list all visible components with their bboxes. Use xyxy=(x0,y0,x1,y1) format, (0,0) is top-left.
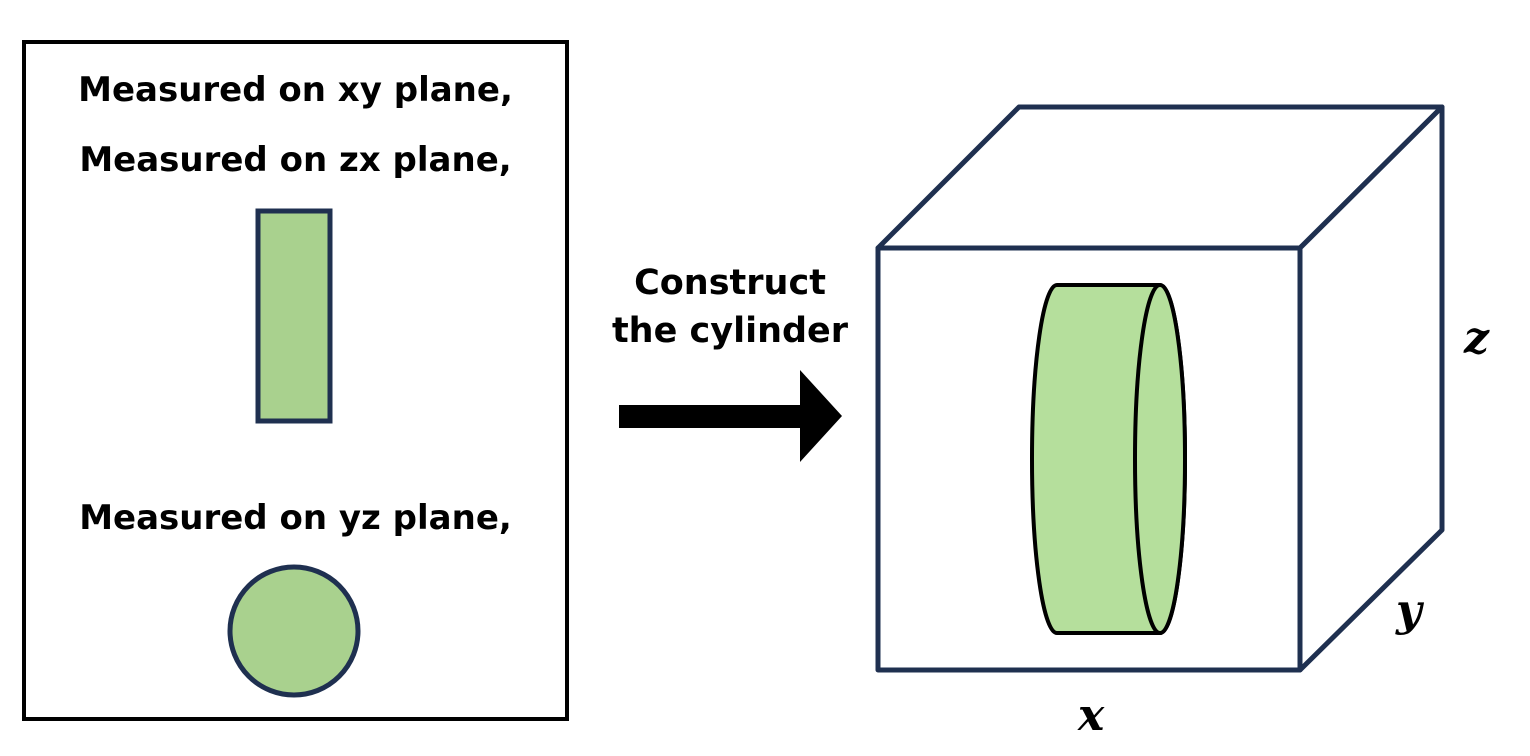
yz-plane-label: Measured on yz plane, xyxy=(79,498,512,538)
rectangle-projection xyxy=(255,208,333,424)
x-axis-label: x xyxy=(1078,690,1105,741)
circle-projection xyxy=(227,564,361,698)
z-axis-label: z xyxy=(1464,313,1489,364)
cylinder xyxy=(1030,283,1187,635)
y-axis-label: y xyxy=(1396,585,1422,636)
zx-plane-label: Measured on zx plane, xyxy=(79,140,512,180)
construct-label-line1: Construct xyxy=(634,263,826,303)
construct-label-line2: the cylinder xyxy=(611,311,849,351)
cylinder-end-face xyxy=(1133,283,1187,635)
xy-plane-label: Measured on xy plane, xyxy=(78,70,513,110)
construct-arrow xyxy=(619,370,842,462)
